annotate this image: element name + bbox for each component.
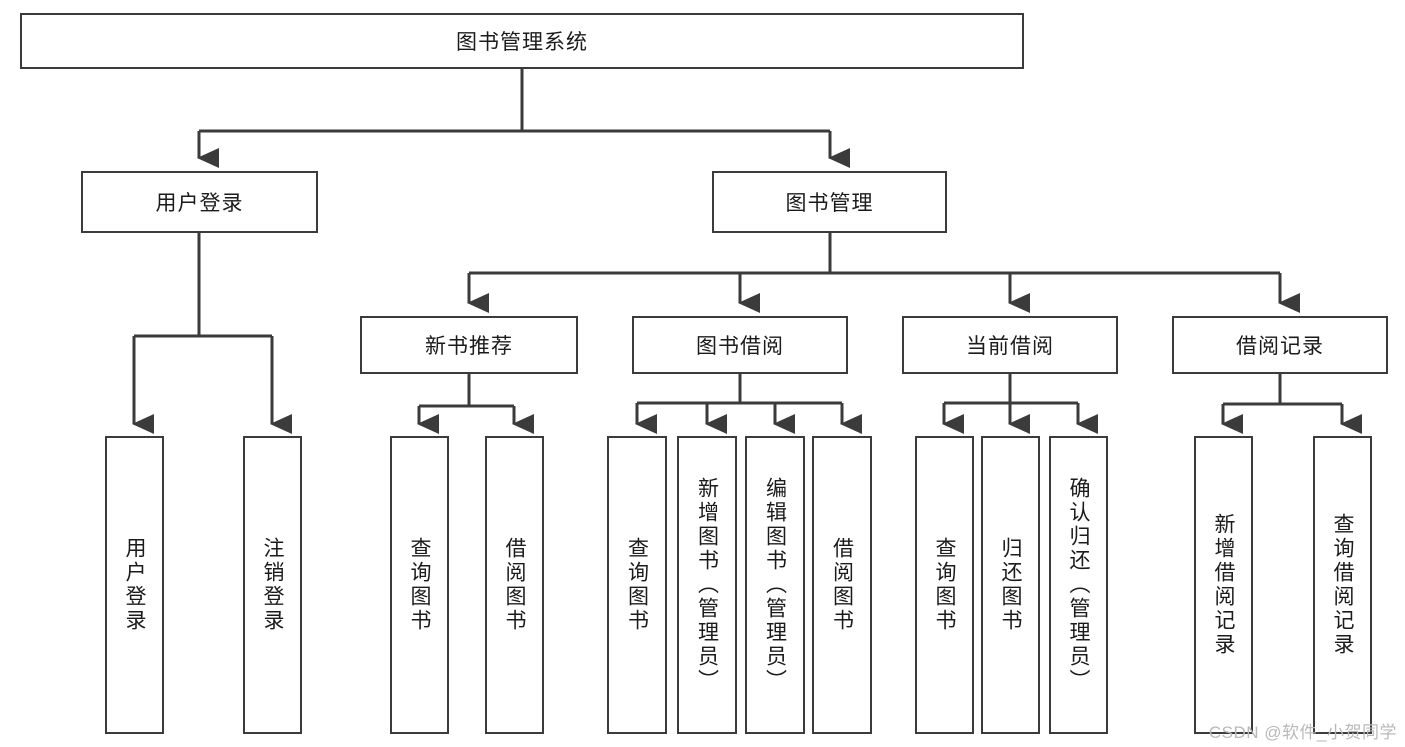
node-leaf-add-book-label: 新增图书（管理员） bbox=[695, 477, 719, 693]
node-new-book-recommend-label: 新书推荐 bbox=[425, 335, 513, 358]
node-book-manage[interactable]: 图书管理 bbox=[712, 171, 947, 233]
node-book-borrow[interactable]: 图书借阅 bbox=[632, 316, 848, 374]
node-leaf-query-book-current-label: 查询图书 bbox=[933, 537, 956, 633]
node-leaf-logout-label: 注销登录 bbox=[261, 537, 284, 633]
node-leaf-borrow-book-recommend[interactable]: 借阅图书 bbox=[485, 436, 544, 734]
node-leaf-query-book-label: 查询图书 bbox=[625, 537, 649, 633]
node-borrow-record-label: 借阅记录 bbox=[1236, 335, 1324, 358]
node-leaf-user-login-label: 用户登录 bbox=[123, 537, 146, 633]
node-leaf-query-record-label: 查询借阅记录 bbox=[1331, 513, 1354, 657]
node-borrow-record[interactable]: 借阅记录 bbox=[1172, 316, 1388, 374]
node-leaf-borrow-book-recommend-label: 借阅图书 bbox=[503, 537, 526, 633]
node-leaf-confirm-return[interactable]: 确认归还（管理员） bbox=[1049, 436, 1108, 734]
node-leaf-query-book-current[interactable]: 查询图书 bbox=[915, 436, 974, 734]
node-leaf-query-book-recommend-label: 查询图书 bbox=[408, 537, 431, 633]
node-leaf-borrow-book[interactable]: 借阅图书 bbox=[812, 436, 872, 734]
node-leaf-user-login[interactable]: 用户登录 bbox=[105, 436, 164, 734]
node-leaf-query-book[interactable]: 查询图书 bbox=[607, 436, 667, 734]
node-leaf-add-record[interactable]: 新增借阅记录 bbox=[1194, 436, 1253, 734]
node-book-manage-label: 图书管理 bbox=[785, 192, 874, 215]
node-root[interactable]: 图书管理系统 bbox=[20, 13, 1024, 69]
node-leaf-borrow-book-label: 借阅图书 bbox=[830, 537, 854, 633]
node-leaf-return-book[interactable]: 归还图书 bbox=[981, 436, 1040, 734]
node-leaf-edit-book[interactable]: 编辑图书（管理员） bbox=[745, 436, 805, 734]
node-leaf-confirm-return-label: 确认归还（管理员） bbox=[1067, 477, 1090, 693]
node-leaf-return-book-label: 归还图书 bbox=[999, 537, 1022, 633]
node-new-book-recommend[interactable]: 新书推荐 bbox=[360, 316, 578, 374]
node-leaf-add-book[interactable]: 新增图书（管理员） bbox=[677, 436, 737, 734]
node-root-label: 图书管理系统 bbox=[456, 31, 588, 54]
node-leaf-query-record[interactable]: 查询借阅记录 bbox=[1313, 436, 1372, 734]
node-leaf-logout[interactable]: 注销登录 bbox=[243, 436, 302, 734]
node-leaf-edit-book-label: 编辑图书（管理员） bbox=[763, 477, 787, 693]
node-user-login-label: 用户登录 bbox=[155, 192, 244, 215]
node-user-login[interactable]: 用户登录 bbox=[81, 171, 318, 233]
node-current-borrow-label: 当前借阅 bbox=[966, 335, 1054, 358]
node-book-borrow-label: 图书借阅 bbox=[696, 335, 784, 358]
node-leaf-query-book-recommend[interactable]: 查询图书 bbox=[390, 436, 449, 734]
watermark-text: CSDN @软件_小贺同学 bbox=[1208, 723, 1397, 742]
node-leaf-add-record-label: 新增借阅记录 bbox=[1212, 513, 1235, 657]
node-current-borrow[interactable]: 当前借阅 bbox=[902, 316, 1118, 374]
